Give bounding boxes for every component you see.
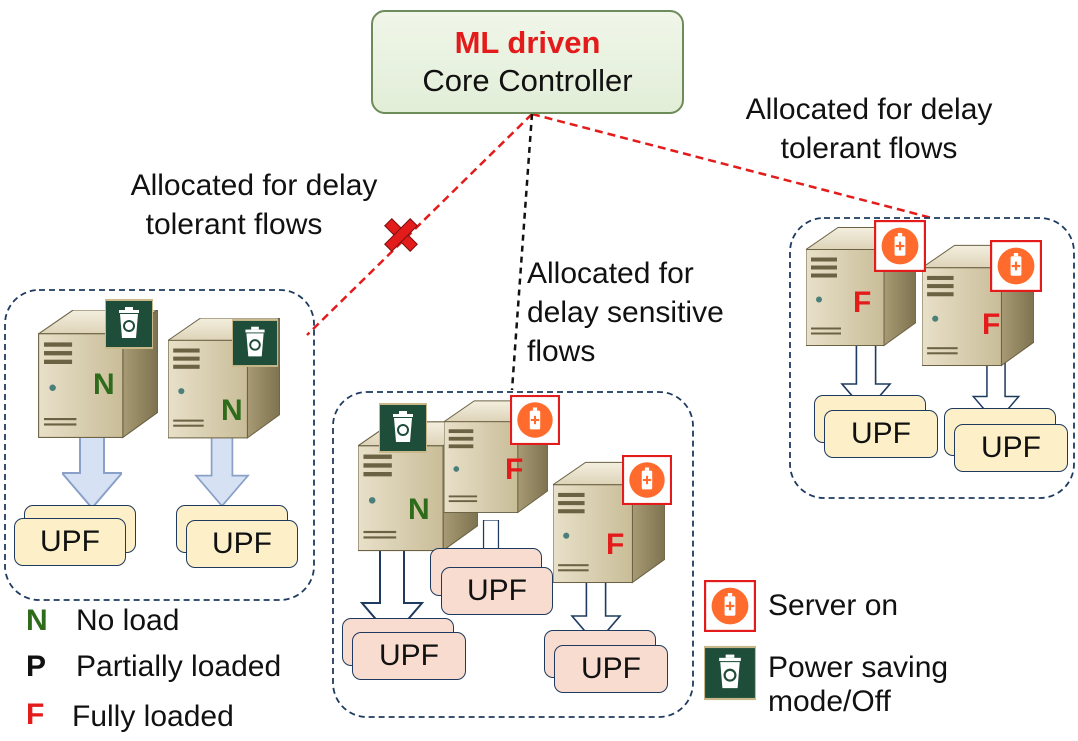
middle-link-label: Allocated for delay sensitive flows xyxy=(527,257,724,368)
legend-text-no-load: No load xyxy=(76,604,180,637)
upf-box: UPF xyxy=(824,410,938,458)
arrow-left-2 xyxy=(195,428,249,506)
legend-key-f: F xyxy=(26,698,45,731)
power-saving-badge-icon xyxy=(379,402,427,454)
link-right xyxy=(531,112,933,220)
upf-box: UPF xyxy=(554,645,668,693)
power-saving-badge-icon xyxy=(232,318,278,368)
upf-box: UPF xyxy=(352,632,466,680)
controller-title: ML driven xyxy=(454,25,601,60)
blocked-x-icon xyxy=(384,218,418,252)
core-controller: ML driven Core Controller xyxy=(371,10,684,114)
link-middle xyxy=(510,113,534,391)
server-letter: F xyxy=(505,453,524,486)
legend-server-on-icon xyxy=(704,580,756,632)
server-letter: F xyxy=(982,308,1001,341)
server-on-badge-icon xyxy=(510,395,560,445)
legend-text-power-saving: Power saving mode/Off xyxy=(768,651,949,718)
server-letter: F xyxy=(606,528,625,561)
legend-text-server-on: Server on xyxy=(768,589,899,622)
left-link-label: Allocated for delay tolerant flows xyxy=(130,169,378,241)
cluster-middle xyxy=(332,391,694,718)
cluster-right xyxy=(789,217,1075,499)
upf-box: UPF xyxy=(954,424,1068,472)
legend-text-partial: Partially loaded xyxy=(76,650,282,683)
legend-text-full: Fully loaded xyxy=(72,700,234,733)
upf-box: UPF xyxy=(14,518,126,566)
right-link-label: Allocated for delay tolerant flows xyxy=(745,93,993,165)
link-left-rejected xyxy=(306,113,533,336)
server-letter: N xyxy=(221,394,243,427)
server-on-badge-icon xyxy=(990,240,1042,292)
cluster-left xyxy=(4,289,315,601)
server-letter: N xyxy=(93,368,115,401)
server-letter: F xyxy=(853,286,872,319)
server-on-badge-icon xyxy=(622,455,672,505)
legend-key-p: P xyxy=(26,650,47,683)
upf-box: UPF xyxy=(186,520,298,568)
server-letter: N xyxy=(408,493,430,526)
power-saving-badge-icon xyxy=(105,298,153,350)
legend-power-saving-icon xyxy=(704,645,756,701)
upf-box: UPF xyxy=(441,567,553,615)
controller-subtitle: Core Controller xyxy=(422,63,633,98)
server-on-badge-icon xyxy=(874,220,926,272)
legend-key-n: N xyxy=(26,604,48,637)
